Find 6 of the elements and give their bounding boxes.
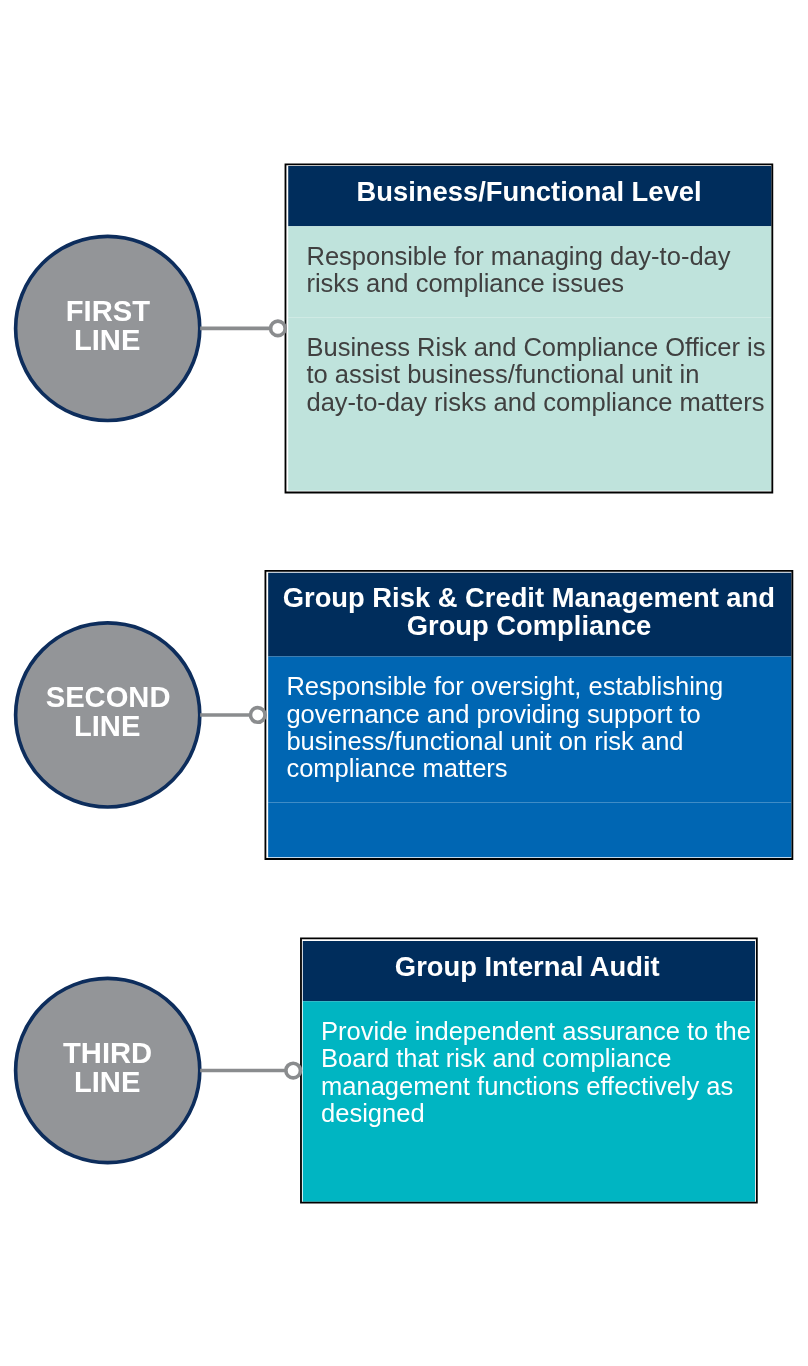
connector (200, 318, 287, 337)
connector (200, 705, 267, 724)
node-circle: THIRD LINE (13, 976, 202, 1164)
node-circle: FIRST LINE (13, 234, 202, 422)
node-circle: SECOND LINE (13, 620, 202, 809)
connector (200, 1060, 303, 1080)
